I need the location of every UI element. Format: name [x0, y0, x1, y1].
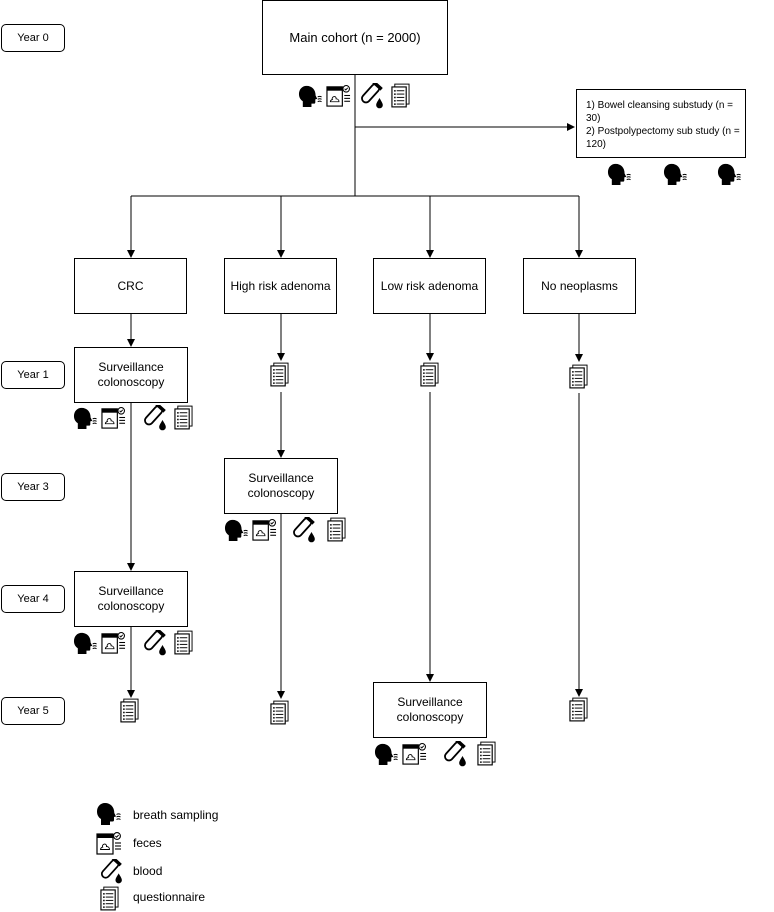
colonoscopy-label: colonoscopy: [396, 710, 464, 724]
blood-icon: [290, 517, 316, 543]
substudy-icons: [607, 163, 742, 186]
group-crc-box: CRC: [74, 258, 187, 314]
year-4-label: Year 4: [1, 585, 65, 613]
substudies-box: 1) Bowel cleansing substudy (n = 30) 2) …: [576, 89, 746, 158]
questionnaire-icon: [327, 517, 346, 542]
substudy-bowel-cleansing: 1) Bowel cleansing substudy (n = 30): [586, 100, 734, 124]
feces-icon: [101, 406, 126, 429]
questionnaire-icon: [174, 405, 193, 430]
breath-icon: [73, 632, 98, 655]
surveillance-label: Surveillance: [248, 471, 314, 485]
questionnaire-icon: [120, 698, 139, 723]
high-risk-year3-icons: [224, 517, 346, 543]
feces-icon: [96, 831, 122, 855]
legend-questionnaire-label: questionnaire: [133, 890, 206, 904]
surveillance-label: Surveillance: [397, 695, 463, 709]
breath-icon: [663, 163, 688, 186]
legend-blood-label: blood: [133, 864, 163, 878]
questionnaire-icon: [100, 886, 119, 911]
surveillance-label: Surveillance: [98, 360, 164, 374]
legend-feces-label: feces: [133, 836, 162, 850]
questionnaire-icon: [391, 83, 410, 108]
breath-icon: [298, 85, 323, 108]
questionnaire-icon: [174, 630, 193, 655]
breath-icon: [717, 163, 742, 186]
surveillance-label: Surveillance: [98, 584, 164, 598]
legend-icons: [96, 802, 123, 911]
breath-icon: [607, 163, 632, 186]
legend-breath-label: breath sampling: [133, 808, 219, 822]
main-cohort-box: Main cohort (n = 2000): [262, 0, 448, 75]
breath-icon: [224, 519, 249, 542]
low-risk-year5-icons: [374, 741, 496, 767]
questionnaire-icon: [270, 700, 289, 725]
group-no-neoplasms-box: No neoplasms: [523, 258, 636, 314]
main-cohort-icons: [298, 83, 410, 109]
blood-icon: [98, 859, 123, 884]
group-high-risk-box: High risk adenoma: [224, 258, 337, 314]
questionnaire-icon: [477, 741, 496, 766]
blood-icon: [141, 405, 167, 431]
colonoscopy-label: colonoscopy: [97, 375, 165, 389]
feces-icon: [326, 84, 351, 107]
breath-icon: [96, 802, 121, 826]
blood-icon: [141, 630, 167, 656]
colonoscopy-label: colonoscopy: [247, 486, 315, 500]
year-0-label: Year 0: [1, 24, 65, 52]
substudy-postpolypectomy: 2) Postpolypectomy sub study (n = 120): [586, 126, 740, 150]
blood-icon: [358, 83, 384, 109]
feces-icon: [252, 518, 277, 541]
breath-icon: [73, 407, 98, 430]
blood-icon: [441, 741, 467, 767]
questionnaire-icon: [420, 362, 439, 387]
colonoscopy-label: colonoscopy: [97, 599, 165, 613]
questionnaire-icon: [270, 362, 289, 387]
year-3-label: Year 3: [1, 473, 65, 501]
crc-year1-icons: [73, 405, 193, 431]
breath-icon: [374, 743, 399, 766]
feces-icon: [101, 631, 126, 654]
group-low-risk-box: Low risk adenoma: [373, 258, 486, 314]
crc-year4-icons: [73, 630, 193, 656]
questionnaire-icon: [569, 364, 588, 389]
year-1-label: Year 1: [1, 361, 65, 389]
feces-icon: [402, 742, 427, 765]
questionnaire-icon: [569, 697, 588, 722]
year-5-label: Year 5: [1, 697, 65, 725]
